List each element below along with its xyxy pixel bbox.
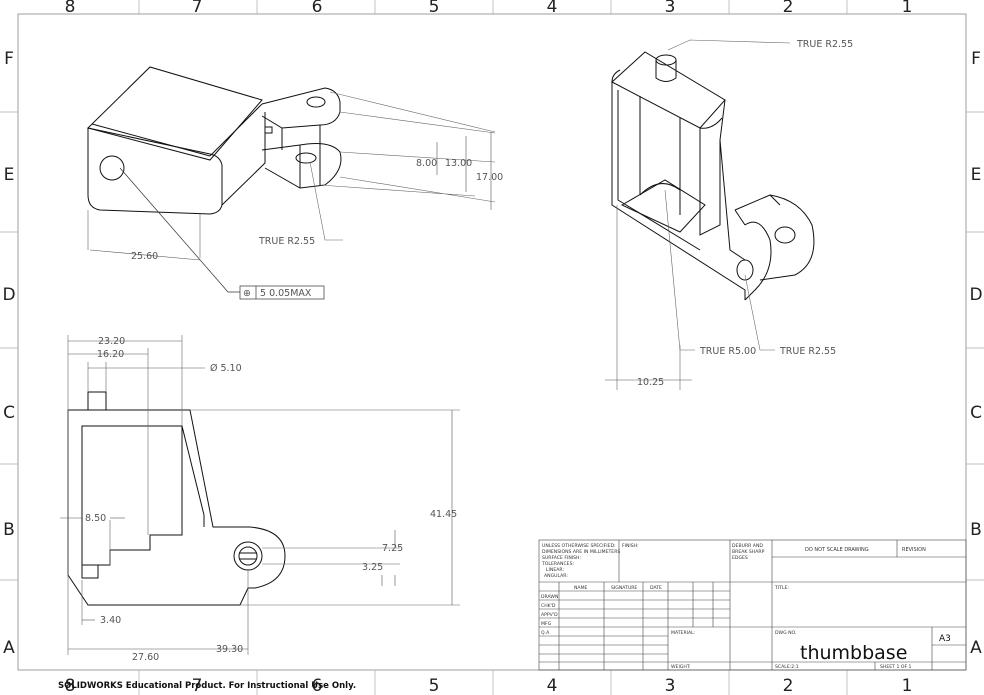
tb-row-drawn: DRAWN xyxy=(541,594,558,600)
tb-title-label: TITLE: xyxy=(774,585,789,591)
dim-7-25: 7.25 xyxy=(382,543,403,554)
zone-col-4: 4 xyxy=(547,0,558,17)
zone-column-labels: 8 7 6 5 4 3 2 1 8 7 6 5 4 3 2 1 xyxy=(65,0,913,695)
zone-row-f: F xyxy=(4,49,14,69)
zone-row-d: D xyxy=(2,285,15,305)
dim-25-6: 25.60 xyxy=(131,251,158,262)
zone-col-7-bottom: 7 xyxy=(192,676,203,695)
zone-row-c-right: C xyxy=(970,403,982,423)
tb-row-appvd: APPV'D xyxy=(541,612,558,618)
tb-deburr-1: DEBURR AND xyxy=(732,543,763,549)
tb-finish: FINISH: xyxy=(622,543,639,549)
tb-note-5: LINEAR: xyxy=(546,567,564,573)
tb-note-2: DIMENSIONS ARE IN MILLIMETERS xyxy=(542,549,620,555)
tb-scale: SCALE:2:1 xyxy=(775,664,799,670)
sheet-border xyxy=(17,13,967,671)
tb-note-4: TOLERANCES: xyxy=(541,561,574,567)
dim-16-2: 16.20 xyxy=(97,349,124,360)
tb-weight: WEIGHT: xyxy=(671,664,691,670)
zone-col-3-bottom: 3 xyxy=(665,676,676,695)
zone-row-e-right: E xyxy=(971,165,982,185)
tb-note-1: UNLESS OTHERWISE SPECIFIED: xyxy=(542,543,616,549)
dim-3-25: 3.25 xyxy=(362,562,383,573)
top-right-view xyxy=(605,39,815,390)
zone-col-3: 3 xyxy=(665,0,676,17)
zone-col-4-bottom: 4 xyxy=(547,676,558,695)
tb-row-mfg: MFG xyxy=(541,621,552,627)
dim-true-r255-a: TRUE R2.55 xyxy=(258,236,315,247)
dim-3-4: 3.40 xyxy=(100,615,121,626)
tolerance-value: 5 0.05MAX xyxy=(260,288,312,299)
top-view-dimensions: 8.00 13.00 17.00 25.60 TRUE R2.55 ⊕ 5 0.… xyxy=(131,158,503,300)
zone-col-7: 7 xyxy=(192,0,203,17)
zone-row-a: A xyxy=(3,638,15,658)
side-view xyxy=(60,335,460,655)
dim-23-2: 23.20 xyxy=(98,336,125,347)
zone-col-6-bottom: 6 xyxy=(312,676,323,695)
position-symbol: ⊕ xyxy=(243,288,251,299)
zone-col-8-bottom: 8 xyxy=(65,676,76,695)
dim-8-5: 8.50 xyxy=(85,513,106,524)
dim-27-6: 27.60 xyxy=(132,652,159,663)
zone-col-1: 1 xyxy=(902,0,913,17)
zone-row-f-right: F xyxy=(971,49,981,69)
zone-row-a-right: A xyxy=(970,638,982,658)
title-block-text: UNLESS OTHERWISE SPECIFIED: DIMENSIONS A… xyxy=(541,543,951,670)
dim-iso-r5: TRUE R5.00 xyxy=(699,346,756,357)
iso-view-dimensions: TRUE R2.55 TRUE R5.00 TRUE R2.55 10.25 xyxy=(637,39,853,388)
zone-row-e: E xyxy=(4,165,15,185)
tb-material: MATERIAL: xyxy=(671,630,696,636)
dim-39-3: 39.30 xyxy=(216,644,243,655)
drawing-name: thumbbase xyxy=(800,642,907,664)
tb-no-scale: DO NOT SCALE DRAWING xyxy=(805,547,869,553)
zone-row-c: C xyxy=(3,403,15,423)
tb-sheet: SHEET 1 OF 1 xyxy=(880,664,912,670)
tb-note-6: ANGULAR: xyxy=(544,573,568,579)
zone-col-5: 5 xyxy=(429,0,440,17)
zone-row-d-right: D xyxy=(969,285,982,305)
title-block xyxy=(538,539,967,671)
dim-17: 17.00 xyxy=(476,172,503,183)
zone-row-b: B xyxy=(3,520,15,540)
dim-iso-10-25: 10.25 xyxy=(637,377,664,388)
dim-8: 8.00 xyxy=(416,158,437,169)
tb-deburr-3: EDGES xyxy=(732,555,748,561)
zone-col-8: 8 xyxy=(65,0,76,17)
side-view-dimensions: 23.20 16.20 Ø 5.10 41.45 8.50 7.25 3.25 … xyxy=(85,336,457,663)
tb-deburr-2: BREAK SHARP xyxy=(732,549,765,555)
zone-col-2: 2 xyxy=(783,0,794,17)
tb-col-date: DATE xyxy=(650,585,662,591)
tolerance-frame xyxy=(239,285,325,300)
zone-col-5-bottom: 5 xyxy=(429,676,440,695)
zone-col-1-bottom: 1 xyxy=(902,676,913,695)
tb-col-name: NAME xyxy=(574,585,588,591)
dim-iso-r255-top: TRUE R2.55 xyxy=(796,39,853,50)
tb-row-chkd: CHK'D xyxy=(541,603,556,609)
tb-size: A3 xyxy=(939,634,951,644)
tb-note-3: SURFACE FINISH: xyxy=(542,555,581,561)
zone-col-2-bottom: 2 xyxy=(783,676,794,695)
zone-row-labels: F E D C B A F E D C B A xyxy=(2,49,982,658)
dim-dia-5-1: Ø 5.10 xyxy=(210,363,242,374)
zone-col-6: 6 xyxy=(312,0,323,17)
tb-dwg-no: DWG NO. xyxy=(775,630,796,636)
top-left-view xyxy=(87,66,496,293)
dim-41-45: 41.45 xyxy=(430,509,457,520)
tb-col-signature: SIGNATURE xyxy=(611,585,637,591)
tb-row-qa: Q.A xyxy=(541,630,550,636)
zone-row-b-right: B xyxy=(970,520,982,540)
dim-iso-r255-right: TRUE R2.55 xyxy=(779,346,836,357)
dim-13: 13.00 xyxy=(445,158,472,169)
tb-revision: REVISION xyxy=(902,547,926,553)
educational-watermark: SOLIDWORKS Educational Product. For Inst… xyxy=(58,681,357,691)
